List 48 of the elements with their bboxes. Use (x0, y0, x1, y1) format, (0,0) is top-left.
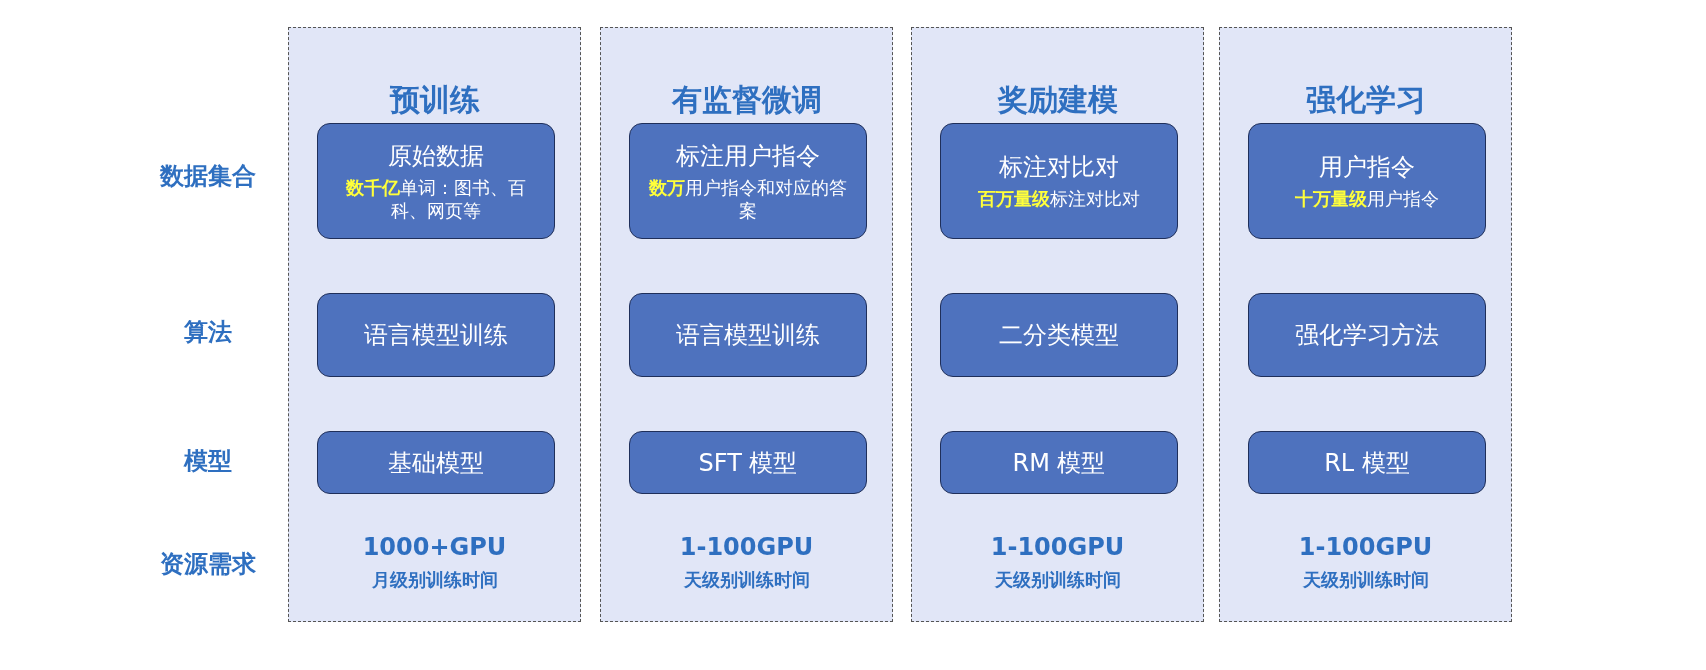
training-time: 月级别训练时间 (370, 568, 499, 592)
stage-title: 预训练 (388, 81, 481, 119)
training-time: 天级别训练时间 (993, 568, 1122, 592)
stage-title: 奖励建模 (996, 81, 1119, 119)
box-title: 语言模型训练 (676, 320, 820, 351)
process-box (1248, 431, 1486, 494)
process-box (317, 431, 555, 494)
box-description: 数万用户指令和对应的答案 (648, 175, 848, 223)
training-time: 天级别训练时间 (1301, 568, 1430, 592)
process-box (629, 431, 867, 494)
box-title: 标注对比对 (999, 152, 1119, 184)
process-box (629, 123, 867, 239)
process-box (940, 293, 1178, 377)
box-title: 二分类模型 (999, 320, 1119, 351)
box-title: 语言模型训练 (364, 320, 508, 351)
process-box (317, 293, 555, 377)
training-time: 天级别训练时间 (682, 568, 811, 592)
process-box (317, 123, 555, 239)
box-title: 强化学习方法 (1295, 320, 1439, 351)
stage-panel (600, 27, 893, 622)
box-description: 十万量级用户指令 (1295, 187, 1439, 211)
process-box (940, 123, 1178, 239)
box-description: 数千亿单词：图书、百科、网页等 (345, 175, 527, 223)
stage-panel (1219, 27, 1512, 622)
box-title: 标注用户指令 (676, 140, 820, 172)
box-title: SFT 模型 (698, 447, 798, 479)
box-title: RL 模型 (1324, 447, 1410, 479)
box-title: RM 模型 (1012, 447, 1106, 479)
gpu-count: 1000+GPU (361, 533, 508, 561)
process-box (940, 431, 1178, 494)
process-box (1248, 123, 1486, 239)
row-label: 资源需求 (158, 549, 257, 580)
stage-panel (288, 27, 581, 622)
box-description: 百万量级标注对比对 (978, 187, 1140, 211)
box-title: 用户指令 (1319, 152, 1415, 184)
stage-panel (911, 27, 1204, 622)
process-box (1248, 293, 1486, 377)
gpu-count: 1-100GPU (989, 533, 1126, 561)
row-label: 数据集合 (158, 161, 257, 192)
gpu-count: 1-100GPU (1297, 533, 1434, 561)
stage-title: 有监督微调 (670, 81, 823, 119)
box-title: 原始数据 (388, 140, 484, 172)
row-label: 模型 (182, 446, 233, 477)
row-label: 算法 (182, 317, 233, 348)
gpu-count: 1-100GPU (678, 533, 815, 561)
process-box (629, 293, 867, 377)
stage-title: 强化学习 (1304, 81, 1427, 119)
box-title: 基础模型 (388, 447, 484, 479)
